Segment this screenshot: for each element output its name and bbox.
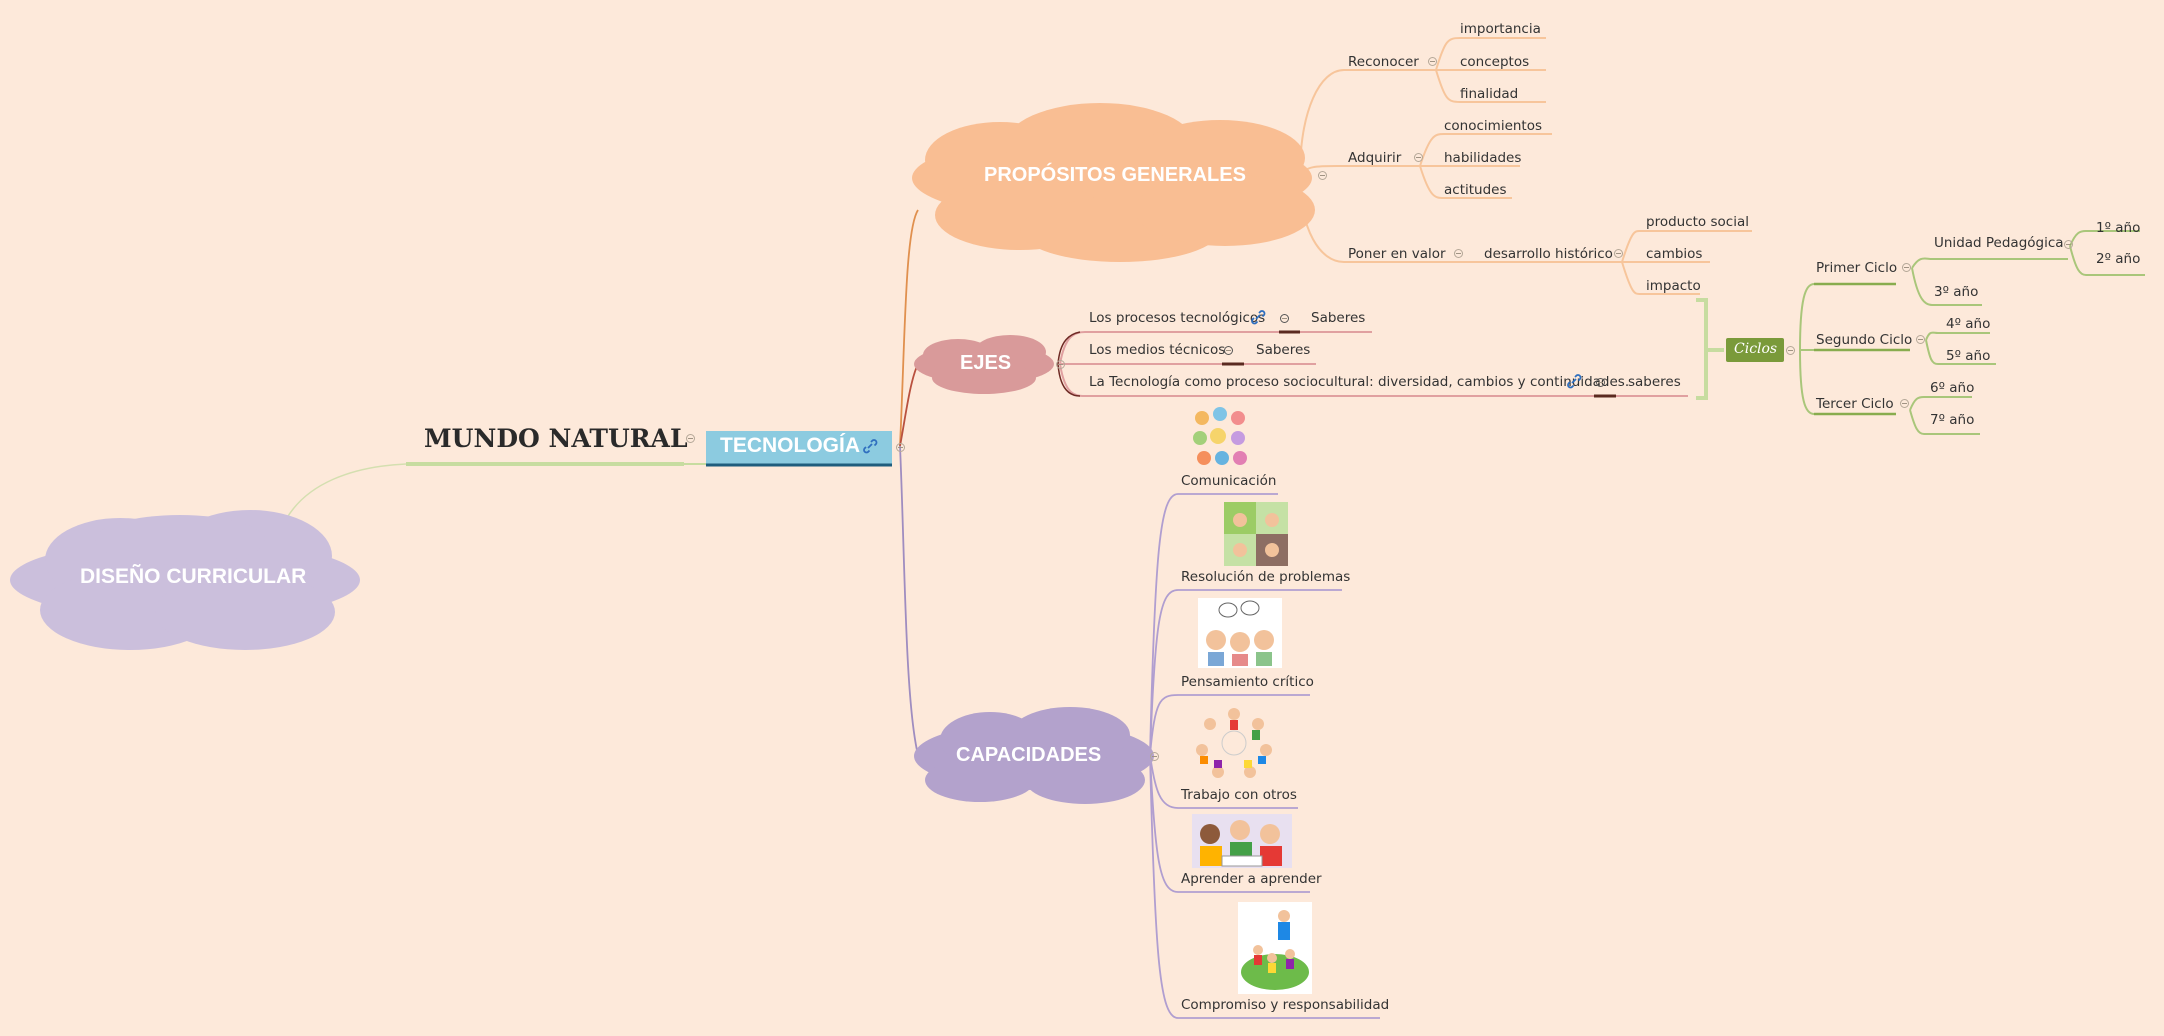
tecnologia-node[interactable]: TECNOLOGÍA xyxy=(720,434,860,457)
collapse-toggle[interactable] xyxy=(1224,346,1233,355)
node-habilidades[interactable]: habilidades xyxy=(1444,150,1522,166)
node-importancia[interactable]: importancia xyxy=(1460,21,1541,37)
root-cloud-shape xyxy=(10,510,360,650)
collapse-toggle[interactable] xyxy=(1428,57,1437,66)
node-6-ano[interactable]: 6º año xyxy=(1930,380,1975,396)
capacidades-node[interactable]: CAPACIDADES xyxy=(956,744,1102,766)
node-adquirir[interactable]: Adquirir xyxy=(1348,150,1402,166)
node-compromiso-y-responsabilidad[interactable]: Compromiso y responsabilidad xyxy=(1181,997,1390,1013)
node-7-ano[interactable]: 7º año xyxy=(1930,412,1975,428)
node-impacto[interactable]: impacto xyxy=(1646,278,1701,294)
node-conocimientos[interactable]: conocimientos xyxy=(1444,118,1543,134)
teamwork-image xyxy=(1196,708,1272,778)
node-unidad-pedagogica[interactable]: Unidad Pedagógica xyxy=(1934,235,2064,251)
problem-solving-image xyxy=(1224,502,1288,566)
propositos-node[interactable]: PROPÓSITOS GENERALES xyxy=(984,164,1246,186)
node-tercer-ciclo[interactable]: Tercer Ciclo xyxy=(1816,396,1894,412)
link-icon[interactable] xyxy=(1566,373,1582,389)
collapse-toggle[interactable] xyxy=(1900,399,1909,408)
ciclos-node[interactable]: Ciclos xyxy=(1734,341,1778,357)
node-5-ano[interactable]: 5º año xyxy=(1946,348,1991,364)
node-pensamiento-critico[interactable]: Pensamiento crítico xyxy=(1181,674,1314,690)
node-cambios[interactable]: cambios xyxy=(1646,246,1703,262)
node-segundo-ciclo[interactable]: Segundo Ciclo xyxy=(1816,332,1913,348)
collapse-toggle[interactable] xyxy=(1150,752,1159,761)
link-icon[interactable] xyxy=(862,438,878,454)
node-conceptos[interactable]: conceptos xyxy=(1460,54,1530,70)
node-procesos-tecnologicos[interactable]: Los procesos tecnológicos xyxy=(1089,310,1266,326)
link-icon[interactable] xyxy=(1250,309,1266,325)
node-3-ano[interactable]: 3º año xyxy=(1934,284,1979,300)
collapse-toggle[interactable] xyxy=(1056,360,1065,369)
collapse-toggle[interactable] xyxy=(1786,346,1795,355)
node-poner-en-valor[interactable]: Poner en valor xyxy=(1348,246,1446,262)
collapse-toggle[interactable] xyxy=(896,443,905,452)
node-1-ano[interactable]: 1º año xyxy=(2096,220,2141,236)
collapse-toggle[interactable] xyxy=(686,434,695,443)
node-actitudes[interactable]: actitudes xyxy=(1444,182,1507,198)
node-finalidad[interactable]: finalidad xyxy=(1460,86,1519,102)
node-tecnologia-sociocultural[interactable]: La Tecnología como proceso sociocultural… xyxy=(1089,374,1630,390)
communication-people-image xyxy=(1193,407,1247,465)
collapse-toggle[interactable] xyxy=(2064,240,2073,249)
node-saberes[interactable]: saberes xyxy=(1628,374,1681,390)
mundo-natural-node[interactable]: MUNDO NATURAL xyxy=(424,424,688,453)
node-comunicacion[interactable]: Comunicación xyxy=(1181,473,1277,489)
node-reconocer[interactable]: Reconocer xyxy=(1348,54,1419,70)
critical-thinking-image xyxy=(1198,598,1282,668)
node-producto-social[interactable]: producto social xyxy=(1646,214,1749,230)
collapse-toggle[interactable] xyxy=(1280,314,1289,323)
node-saberes[interactable]: Saberes xyxy=(1256,342,1311,358)
collapse-toggle[interactable] xyxy=(1614,249,1623,258)
node-aprender-a-aprender[interactable]: Aprender a aprender xyxy=(1181,871,1322,887)
collapse-toggle[interactable] xyxy=(1414,153,1423,162)
commitment-responsibility-image xyxy=(1238,902,1312,994)
node-primer-ciclo[interactable]: Primer Ciclo xyxy=(1816,260,1898,276)
collapse-toggle[interactable] xyxy=(1318,171,1327,180)
collapse-toggle[interactable] xyxy=(1916,335,1925,344)
node-2-ano[interactable]: 2º año xyxy=(2096,251,2141,267)
node-medios-tecnicos[interactable]: Los medios técnicos xyxy=(1089,342,1226,358)
collapse-toggle[interactable] xyxy=(1596,378,1605,387)
node-4-ano[interactable]: 4º año xyxy=(1946,316,1991,332)
learning-to-learn-image xyxy=(1192,814,1292,868)
node-resolucion-de-problemas[interactable]: Resolución de problemas xyxy=(1181,569,1351,585)
root-node[interactable]: DISEÑO CURRICULAR xyxy=(80,565,307,588)
ejes-node[interactable]: EJES xyxy=(960,352,1012,374)
collapse-toggle[interactable] xyxy=(1902,263,1911,272)
node-desarrollo-historico[interactable]: desarrollo histórico xyxy=(1484,246,1613,262)
node-saberes[interactable]: Saberes xyxy=(1311,310,1366,326)
collapse-toggle[interactable] xyxy=(1454,249,1463,258)
node-trabajo-con-otros[interactable]: Trabajo con otros xyxy=(1181,787,1297,803)
